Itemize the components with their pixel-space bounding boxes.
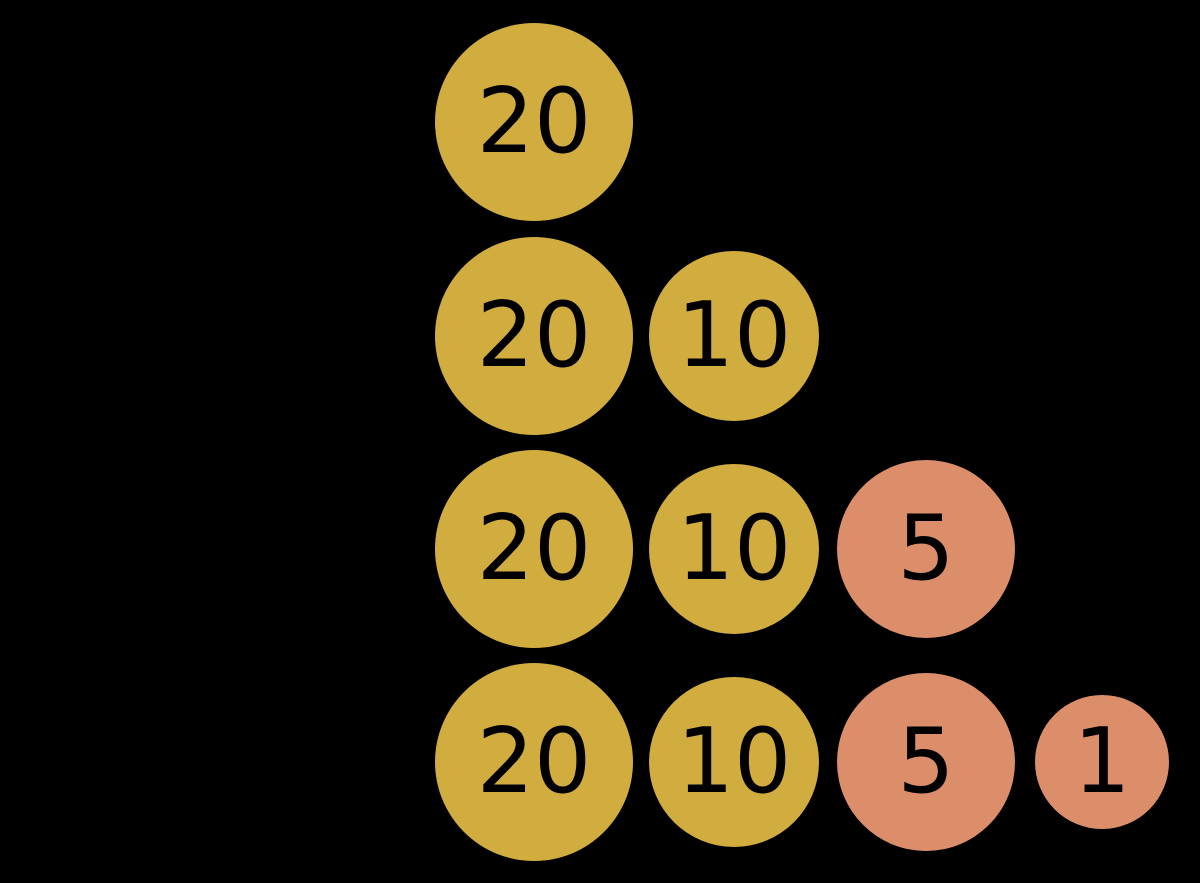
coin-20: 20 <box>435 663 633 861</box>
coin-20: 20 <box>435 237 633 435</box>
coin-1: 1 <box>1035 695 1169 829</box>
coin-5: 5 <box>837 460 1015 638</box>
coin-5: 5 <box>837 673 1015 851</box>
coin-10: 10 <box>649 677 819 847</box>
coin-10: 10 <box>649 251 819 421</box>
coin-10: 10 <box>649 464 819 634</box>
coin-20: 20 <box>435 23 633 221</box>
coin-20: 20 <box>435 450 633 648</box>
